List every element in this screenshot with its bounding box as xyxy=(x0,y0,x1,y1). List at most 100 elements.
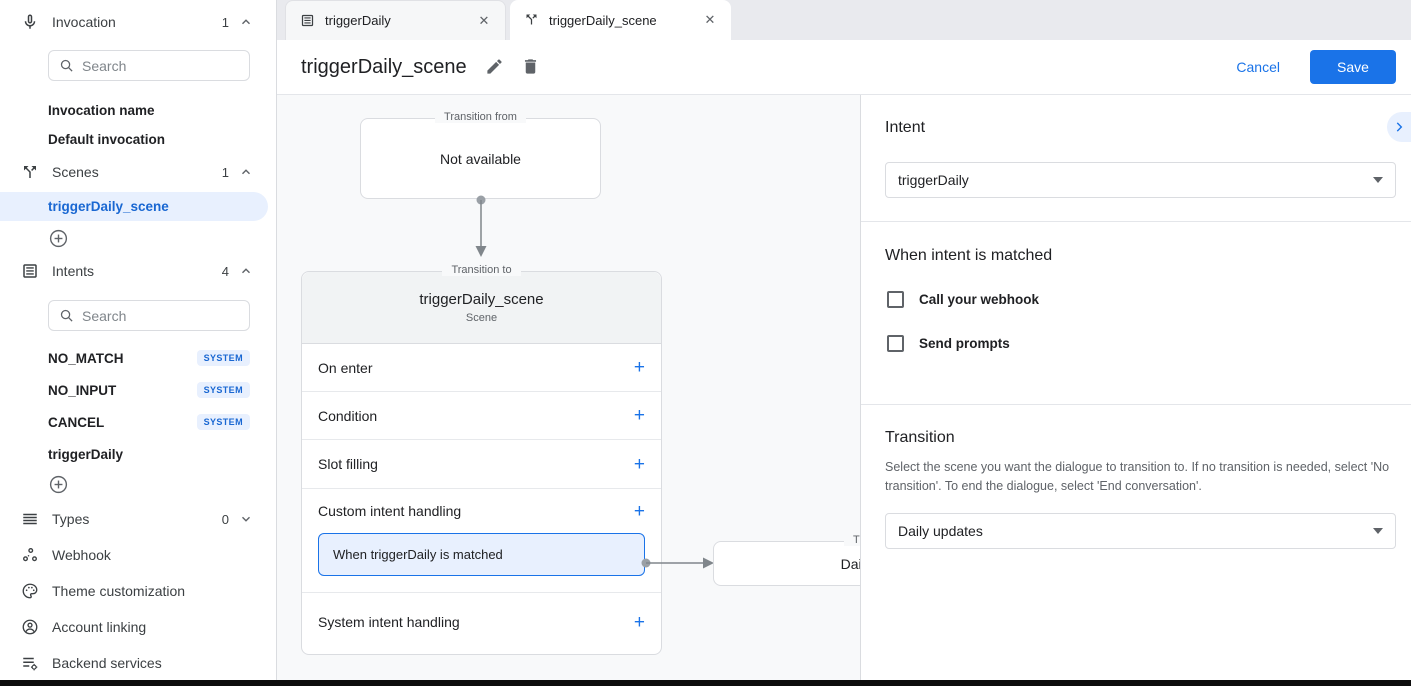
add-on-enter-button[interactable]: + xyxy=(633,357,645,378)
sidebar-item-invocation-name[interactable]: Invocation name xyxy=(48,102,155,118)
sidebar-section-intents[interactable]: Intents 4 xyxy=(0,259,277,283)
sidebar-item-theme-customization[interactable]: Theme customization xyxy=(0,579,277,603)
palette-icon xyxy=(20,581,40,601)
tab-triggerdaily-scene[interactable]: triggerDaily_scene ✕ xyxy=(510,0,731,40)
account-circle-icon xyxy=(20,617,40,637)
collapse-panel-button[interactable] xyxy=(1387,112,1411,142)
sidebar-item-webhook[interactable]: Webhook xyxy=(0,543,277,567)
send-prompts-checkbox-row[interactable]: Send prompts xyxy=(887,335,1010,352)
add-condition-button[interactable]: + xyxy=(633,405,645,426)
edit-icon[interactable] xyxy=(485,57,505,77)
link-label: Theme customization xyxy=(52,583,186,599)
when-matched-heading: When intent is matched xyxy=(885,247,1053,264)
transition-select-value: Daily updates xyxy=(898,523,983,539)
sidebar: Invocation 1 Invocation name Default inv… xyxy=(0,0,277,680)
checkbox-label: Send prompts xyxy=(919,336,1010,351)
tab-triggerdaily[interactable]: triggerDaily ✕ xyxy=(285,0,506,40)
intent-heading: Intent xyxy=(885,119,926,136)
transition-from-legend: Transition from xyxy=(361,111,600,123)
checkbox-unchecked-icon[interactable] xyxy=(887,335,904,352)
sidebar-item-cancel[interactable]: CANCEL SYSTEM xyxy=(0,408,268,436)
sidebar-item-no-match[interactable]: NO_MATCH SYSTEM xyxy=(0,344,268,372)
add-intent-button[interactable] xyxy=(48,474,69,495)
transition-from-value: Not available xyxy=(440,150,521,167)
transition-description: Select the scene you want the dialogue t… xyxy=(885,460,1390,493)
intents-search-input[interactable] xyxy=(82,307,239,324)
system-badge: SYSTEM xyxy=(196,382,250,398)
matched-intent-handler[interactable]: When triggerDaily is matched xyxy=(318,533,645,576)
sidebar-item-triggerdaily-scene[interactable]: triggerDaily_scene xyxy=(0,192,268,221)
row-label: Condition xyxy=(318,407,378,424)
section-count: 4 xyxy=(221,263,229,279)
add-custom-intent-button[interactable]: + xyxy=(633,500,645,522)
section-label: Intents xyxy=(52,263,95,279)
delete-icon[interactable] xyxy=(521,57,541,77)
add-slot-filling-button[interactable]: + xyxy=(633,453,645,475)
sidebar-item-no-input[interactable]: NO_INPUT SYSTEM xyxy=(0,376,268,404)
intent-name: CANCEL xyxy=(48,414,105,430)
scene-split-icon xyxy=(524,12,540,28)
scene-node-title: triggerDaily_scene xyxy=(419,291,544,308)
custom-intent-row-header[interactable]: Custom intent handling + xyxy=(302,489,661,533)
transition-target-box[interactable]: Transition to Daily updates xyxy=(713,534,860,586)
row-label: On enter xyxy=(318,359,373,376)
microphone-icon xyxy=(20,12,40,32)
section-count: 1 xyxy=(221,14,229,30)
chevron-down-icon[interactable] xyxy=(239,512,253,526)
scene-row-system-intent[interactable]: System intent handling + xyxy=(302,593,661,651)
scene-graph-canvas: Transition from Not available Transition… xyxy=(277,95,860,681)
dropdown-caret-icon xyxy=(1373,177,1383,183)
panel-divider xyxy=(861,221,1411,222)
checkbox-unchecked-icon[interactable] xyxy=(887,291,904,308)
tab-label: triggerDaily xyxy=(325,13,391,28)
intent-select-value: triggerDaily xyxy=(898,172,969,188)
save-button[interactable]: Save xyxy=(1310,50,1396,84)
invocation-search-input[interactable] xyxy=(82,57,239,74)
intent-select[interactable]: triggerDaily xyxy=(885,162,1396,198)
dropdown-caret-icon xyxy=(1373,528,1383,534)
section-count: 0 xyxy=(221,511,229,527)
sidebar-section-types[interactable]: Types 0 xyxy=(0,507,277,531)
page-header: triggerDaily_scene Cancel Save xyxy=(277,40,1411,95)
chevron-up-icon[interactable] xyxy=(239,264,253,278)
chevron-up-icon[interactable] xyxy=(239,165,253,179)
link-label: Backend services xyxy=(52,655,162,671)
transition-target-legend: Transition to xyxy=(714,534,860,546)
sidebar-item-account-linking[interactable]: Account linking xyxy=(0,615,277,639)
search-icon xyxy=(59,58,74,73)
sidebar-section-scenes[interactable]: Scenes 1 xyxy=(0,160,277,184)
sidebar-section-invocation[interactable]: Invocation 1 xyxy=(0,10,277,34)
chevron-up-icon[interactable] xyxy=(239,15,253,29)
tab-strip: triggerDaily ✕ triggerDaily_scene ✕ xyxy=(277,0,1411,40)
intent-name: triggerDaily xyxy=(48,446,124,462)
system-badge: SYSTEM xyxy=(196,350,250,366)
transition-select[interactable]: Daily updates xyxy=(885,513,1396,549)
sidebar-item-default-invocation[interactable]: Default invocation xyxy=(48,131,166,147)
intent-name: NO_MATCH xyxy=(48,350,124,366)
intent-article-icon xyxy=(300,13,316,29)
panel-divider xyxy=(861,404,1411,405)
scene-row-condition[interactable]: Condition + xyxy=(302,392,661,440)
transition-target-value: Daily updates xyxy=(840,555,860,572)
scene-split-icon xyxy=(20,162,40,182)
invocation-search-box xyxy=(48,50,250,81)
intent-name: NO_INPUT xyxy=(48,382,117,398)
sidebar-item-backend-services[interactable]: Backend services xyxy=(0,651,277,675)
add-system-intent-button[interactable]: + xyxy=(633,611,645,633)
cancel-button[interactable]: Cancel xyxy=(1236,59,1280,75)
scene-row-slot-filling[interactable]: Slot filling + xyxy=(302,440,661,489)
section-count: 1 xyxy=(221,164,229,180)
scene-row-on-enter[interactable]: On enter + xyxy=(302,344,661,392)
scene-node-header[interactable]: triggerDaily_scene Scene xyxy=(302,272,661,344)
link-label: Account linking xyxy=(52,619,147,635)
call-webhook-checkbox-row[interactable]: Call your webhook xyxy=(887,291,1039,308)
section-label: Scenes xyxy=(52,164,99,180)
transition-heading: Transition xyxy=(885,429,955,446)
sidebar-item-triggerdaily[interactable]: triggerDaily xyxy=(0,440,268,468)
close-icon[interactable]: ✕ xyxy=(704,12,716,27)
section-label: Types xyxy=(52,511,90,527)
add-scene-button[interactable] xyxy=(48,228,69,249)
close-icon[interactable]: ✕ xyxy=(478,12,490,28)
right-arrow-connector xyxy=(641,557,714,569)
link-label: Webhook xyxy=(52,547,111,563)
